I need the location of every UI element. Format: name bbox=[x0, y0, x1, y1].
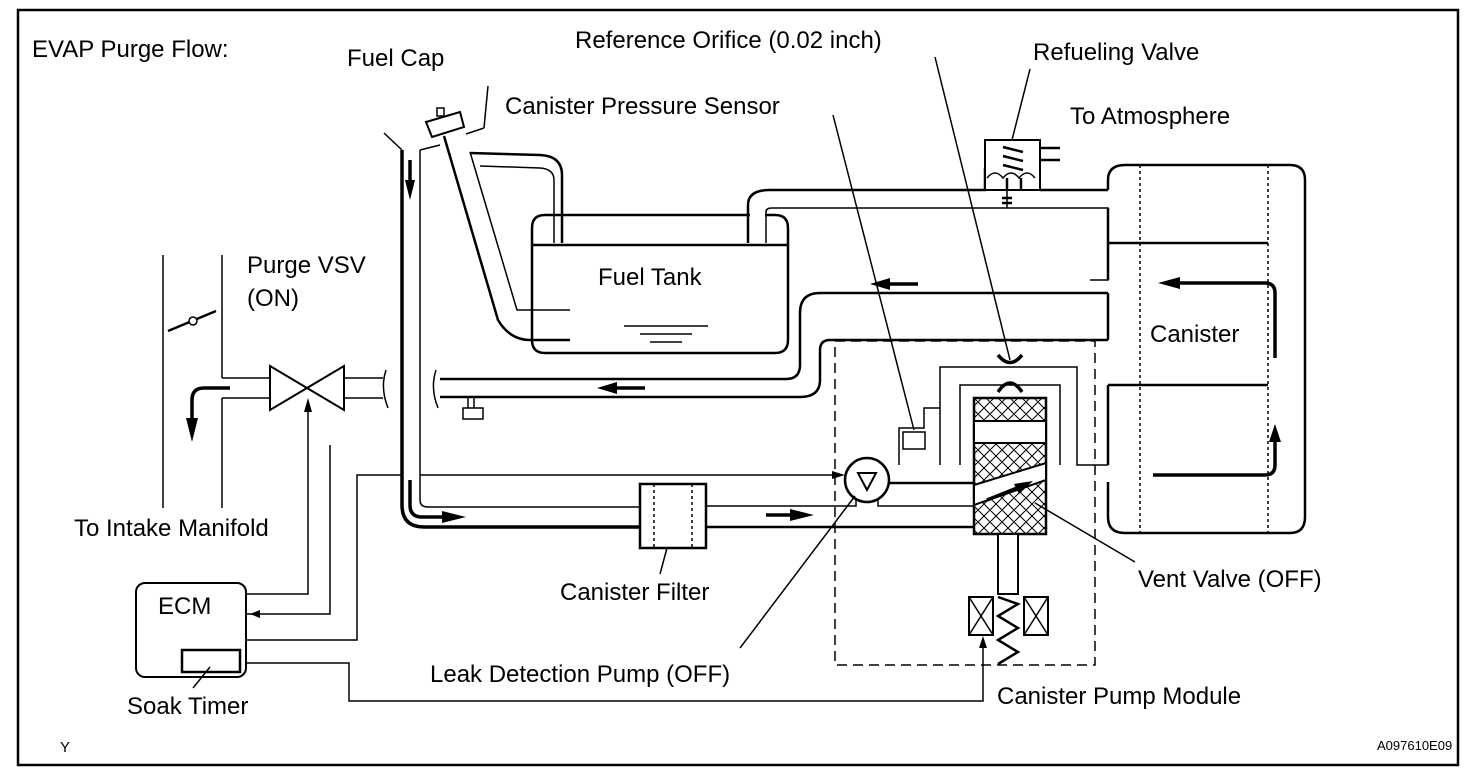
canister-flow-arrow-top bbox=[1158, 277, 1277, 358]
leader-line bbox=[934, 56, 1011, 361]
throttle-valve-icon bbox=[167, 309, 217, 333]
label-vent-valve: Vent Valve (OFF) bbox=[1138, 566, 1322, 593]
leader-line bbox=[832, 114, 915, 431]
label-soak-timer: Soak Timer bbox=[127, 693, 248, 720]
figure-id: A097610E09 bbox=[1377, 738, 1452, 753]
canister-pressure-sensor-icon bbox=[898, 407, 940, 465]
tank-vapor-line bbox=[746, 168, 987, 243]
fuel-cap-icon bbox=[424, 85, 489, 139]
corner-mark: Y bbox=[60, 739, 70, 756]
label-to-intake-manifold: To Intake Manifold bbox=[74, 515, 269, 542]
ecm-box bbox=[135, 582, 247, 678]
figure-frame bbox=[16, 8, 1460, 767]
fuel-tank bbox=[530, 213, 790, 355]
arrowhead bbox=[186, 418, 198, 442]
leader-line bbox=[1011, 68, 1031, 141]
label-reference-orifice: Reference Orifice (0.02 inch) bbox=[575, 27, 882, 54]
reference-orifice-icon bbox=[939, 353, 1108, 466]
canister-pump-module-boundary bbox=[834, 340, 1096, 666]
label-fuel-cap: Fuel Cap bbox=[347, 45, 444, 72]
intake-manifold bbox=[162, 255, 270, 508]
canister bbox=[1106, 163, 1307, 535]
intake-flow-arrow bbox=[190, 386, 230, 425]
leader-line bbox=[192, 666, 211, 689]
label-canister: Canister bbox=[1150, 321, 1239, 348]
flow-arrow-right bbox=[766, 509, 814, 521]
leak-detection-pump-icon bbox=[640, 456, 974, 529]
label-canister-pressure-sensor: Canister Pressure Sensor bbox=[505, 93, 780, 120]
vent-valve-icon bbox=[968, 396, 1049, 666]
label-canister-pump-module: Canister Pump Module bbox=[997, 683, 1241, 710]
leader-line bbox=[739, 495, 856, 649]
label-purge-vsv: Purge VSV bbox=[247, 252, 366, 279]
purge-flow-arrow-bottom bbox=[408, 480, 450, 519]
label-canister-filter: Canister Filter bbox=[560, 579, 709, 606]
label-to-atmosphere: To Atmosphere bbox=[1070, 103, 1230, 130]
canister-filter-icon bbox=[638, 482, 708, 550]
refueling-valve-icon bbox=[984, 139, 1060, 208]
flow-arrow-left bbox=[870, 278, 918, 290]
label-leak-detection-pump: Leak Detection Pump (OFF) bbox=[430, 661, 730, 688]
purge-return-line bbox=[440, 291, 1108, 399]
label-fuel-tank: Fuel Tank bbox=[598, 264, 703, 291]
leader-line bbox=[1034, 502, 1136, 563]
label-purge-vsv-state: (ON) bbox=[247, 285, 299, 312]
tank-vapor-line-inner bbox=[765, 207, 1109, 281]
arrowhead bbox=[442, 511, 466, 523]
flow-arrow-left bbox=[597, 382, 645, 394]
leader-line bbox=[659, 547, 668, 575]
label-refueling-valve: Refueling Valve bbox=[1033, 39, 1199, 66]
canister-flow-arrow-bottom bbox=[1153, 424, 1281, 477]
filler-pipe bbox=[442, 135, 570, 342]
purge-line-main bbox=[383, 132, 640, 529]
ecm-signal-wires bbox=[246, 398, 987, 702]
label-ecm: ECM bbox=[158, 593, 211, 620]
pressure-port-icon bbox=[462, 397, 484, 420]
purge-vsv-icon bbox=[269, 364, 439, 412]
down-arrow bbox=[405, 180, 415, 200]
diagram-title: EVAP Purge Flow: bbox=[32, 36, 229, 63]
